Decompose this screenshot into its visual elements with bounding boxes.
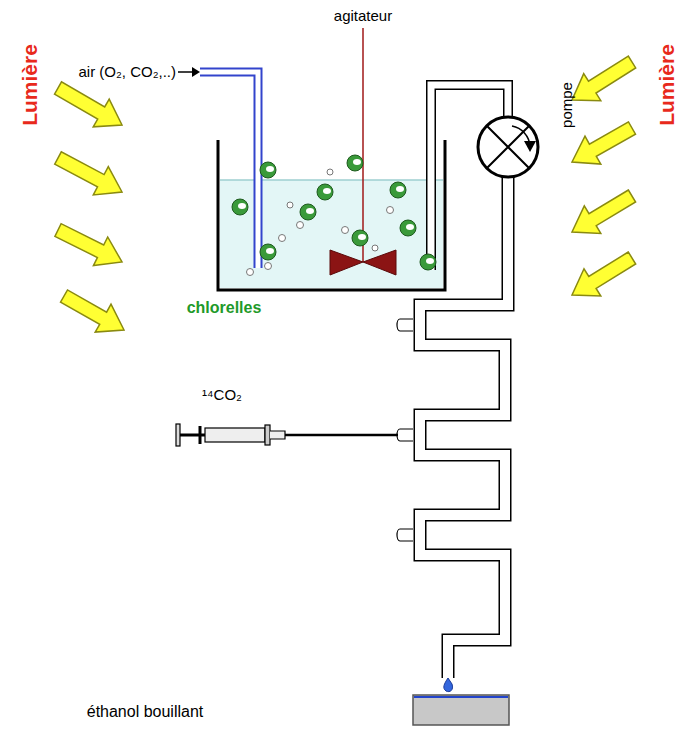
light-arrow bbox=[55, 82, 123, 127]
light-arrow bbox=[572, 56, 636, 101]
drop bbox=[444, 678, 453, 692]
chlorella-cell bbox=[300, 204, 316, 220]
light-arrow bbox=[61, 290, 125, 332]
air-arrow bbox=[178, 71, 192, 73]
light-label: Lumière bbox=[18, 44, 41, 126]
part-label: pompe bbox=[559, 82, 576, 128]
light-arrow bbox=[55, 224, 122, 266]
light-arrow bbox=[572, 122, 636, 164]
reaction-coil bbox=[420, 177, 508, 678]
light-arrow bbox=[55, 152, 122, 195]
chlorella-cells bbox=[232, 155, 436, 270]
light-arrow bbox=[572, 252, 636, 296]
part-label: agitateur bbox=[334, 8, 392, 25]
ethanol-surface bbox=[414, 696, 508, 698]
water-surface bbox=[220, 179, 443, 181]
syringe bbox=[176, 424, 398, 446]
ethanol-beaker bbox=[413, 695, 509, 725]
air-tube-bore bbox=[200, 72, 258, 268]
solvent-label: éthanol bouillant bbox=[87, 703, 204, 721]
light-arrows bbox=[55, 56, 636, 332]
light-label: Lumière bbox=[655, 44, 678, 126]
isotope-label: ¹⁴CO₂ bbox=[202, 387, 242, 404]
chlorella-cell bbox=[232, 199, 248, 215]
chlorella-cell bbox=[317, 184, 333, 200]
chlorella-cell bbox=[400, 220, 416, 236]
gas-label: air (O₂, CO₂,..) bbox=[79, 64, 176, 81]
air-tube bbox=[200, 72, 258, 268]
pump-gauge-head bbox=[524, 141, 536, 152]
pump-cross bbox=[487, 126, 529, 168]
pump-tube bbox=[431, 85, 508, 270]
pump-tube-bore bbox=[431, 85, 508, 270]
reaction-coil-bore bbox=[420, 177, 508, 678]
air-arrow-head bbox=[192, 67, 200, 77]
light-arrow bbox=[572, 190, 636, 233]
chlorella-cell bbox=[347, 155, 363, 171]
chlorella-cell bbox=[390, 182, 406, 198]
chlorella-cell bbox=[420, 254, 436, 270]
chlorella-cell bbox=[352, 230, 368, 246]
pump-symbol bbox=[478, 117, 538, 177]
chlorella-cell bbox=[260, 162, 276, 178]
agitator-blades bbox=[330, 250, 396, 275]
sampling-ports bbox=[397, 319, 413, 541]
agitator-shaft bbox=[362, 28, 364, 262]
culture-medium bbox=[220, 180, 443, 288]
chlorella-cell bbox=[260, 244, 276, 260]
beaker bbox=[218, 140, 445, 290]
organism-label: chlorelles bbox=[187, 299, 262, 317]
